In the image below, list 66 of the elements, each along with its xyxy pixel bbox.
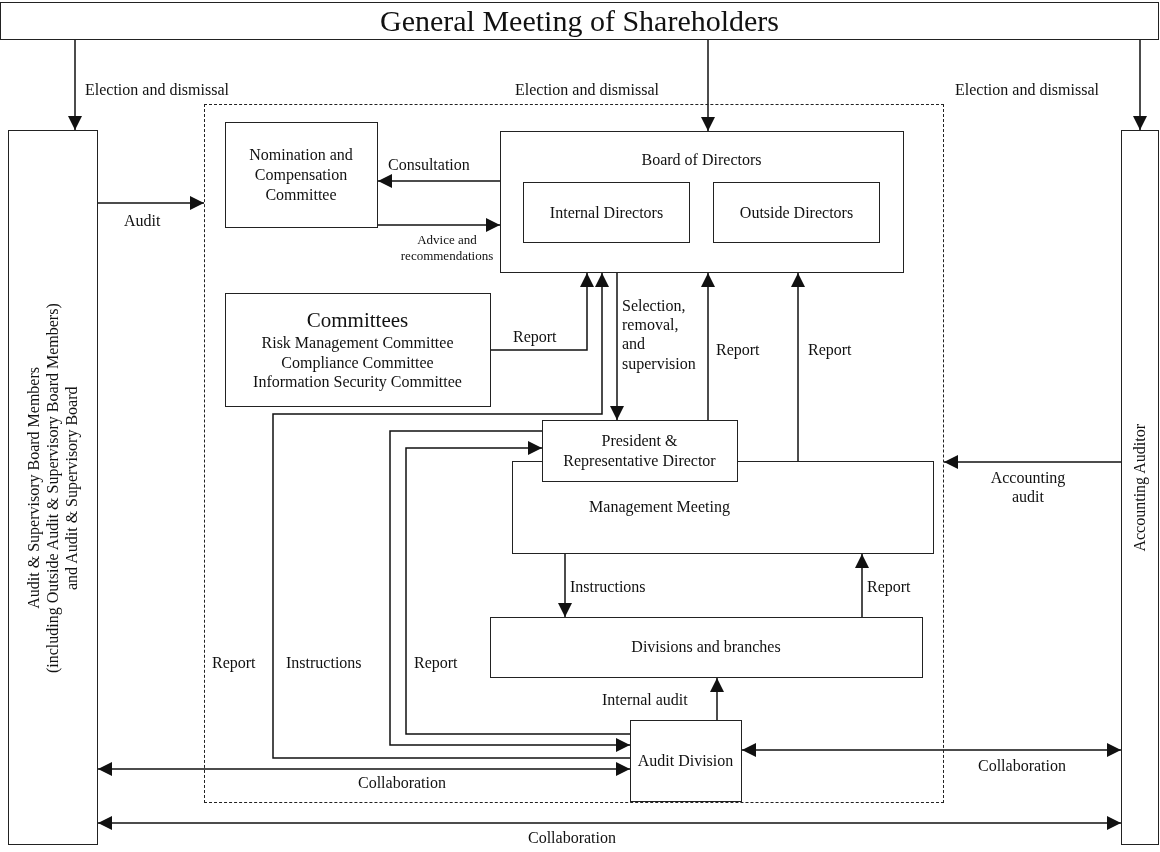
banner-box xyxy=(0,2,1159,40)
box-text: Audit Division xyxy=(637,750,734,771)
double-arrow xyxy=(741,743,1122,757)
arrow xyxy=(701,272,715,421)
dashed-frame xyxy=(204,104,944,803)
box-heading: Committees xyxy=(306,308,409,334)
arrow xyxy=(1133,39,1147,131)
box-text: Outside Directors xyxy=(739,202,854,223)
arrow xyxy=(943,455,1122,469)
vertical-text: Audit & Supervisory Board Members xyxy=(24,366,44,609)
edge-label: Election and dismissal xyxy=(515,80,659,100)
vertical-text: (including Outside Audit & Supervisory Board Members) and Audit & Supervisory Board xyxy=(43,301,82,675)
arrow xyxy=(490,272,594,351)
arrow xyxy=(97,196,205,210)
edge-label: Report xyxy=(513,327,557,347)
box-text: Management Meeting xyxy=(589,497,730,517)
process-box xyxy=(629,719,742,802)
edge-label: Consultation xyxy=(388,155,470,175)
double-arrow xyxy=(97,762,631,776)
process-box xyxy=(541,419,738,482)
box-text: Divisions and branches xyxy=(631,637,781,657)
edge-label: Report xyxy=(414,653,458,673)
list-box xyxy=(224,292,491,407)
edge-label: Report xyxy=(716,340,760,360)
vertical-panel xyxy=(8,130,98,845)
box-text: Internal Directors xyxy=(549,202,664,223)
vertical-panel xyxy=(1121,130,1159,845)
edge-label: Report xyxy=(867,577,911,597)
heading-text: General Meeting of Shareholders xyxy=(380,6,779,36)
box-text: President & Representative Director xyxy=(562,430,717,471)
edge-label: Collaboration xyxy=(978,756,1066,776)
arrow xyxy=(272,272,631,759)
list-item: Risk Management Committee xyxy=(261,333,454,353)
edge-label: Election and dismissal xyxy=(955,80,1099,100)
double-arrow xyxy=(97,816,1122,830)
box-heading: Board of Directors xyxy=(641,149,762,169)
edge-label: Selection, removal, and supervision xyxy=(622,296,697,373)
edge-label: Internal audit xyxy=(602,690,688,710)
edge-label: Report xyxy=(212,653,256,673)
box-text: Nomination and Compensation Committee xyxy=(248,144,354,205)
arrow xyxy=(701,39,715,132)
vertical-text: Accounting Auditor xyxy=(1130,423,1150,552)
group-box xyxy=(499,130,904,273)
arrow xyxy=(377,174,501,188)
edge-label: Report xyxy=(808,340,852,360)
list-item: Information Security Committee xyxy=(253,372,462,391)
edge-label: Accounting audit xyxy=(989,468,1067,507)
edge-label: Audit xyxy=(124,211,161,231)
edge-label: Instructions xyxy=(570,577,646,597)
process-box xyxy=(489,616,923,678)
arrow xyxy=(710,677,724,721)
process-box xyxy=(224,121,378,228)
arrow xyxy=(558,553,572,618)
edge-label: Collaboration xyxy=(528,828,616,848)
arrow xyxy=(610,272,624,421)
edge-label: Instructions xyxy=(286,653,362,673)
process-box xyxy=(523,182,690,243)
arrow xyxy=(791,272,805,462)
arrow xyxy=(68,39,82,131)
list-item: Compliance Committee xyxy=(281,352,434,372)
edge-label: Collaboration xyxy=(358,773,446,793)
arrow xyxy=(377,218,501,232)
edge-label: Election and dismissal xyxy=(85,80,229,100)
arrow xyxy=(855,553,869,618)
process-box xyxy=(713,182,880,243)
edge-label: Advice and recommendations xyxy=(399,232,495,264)
